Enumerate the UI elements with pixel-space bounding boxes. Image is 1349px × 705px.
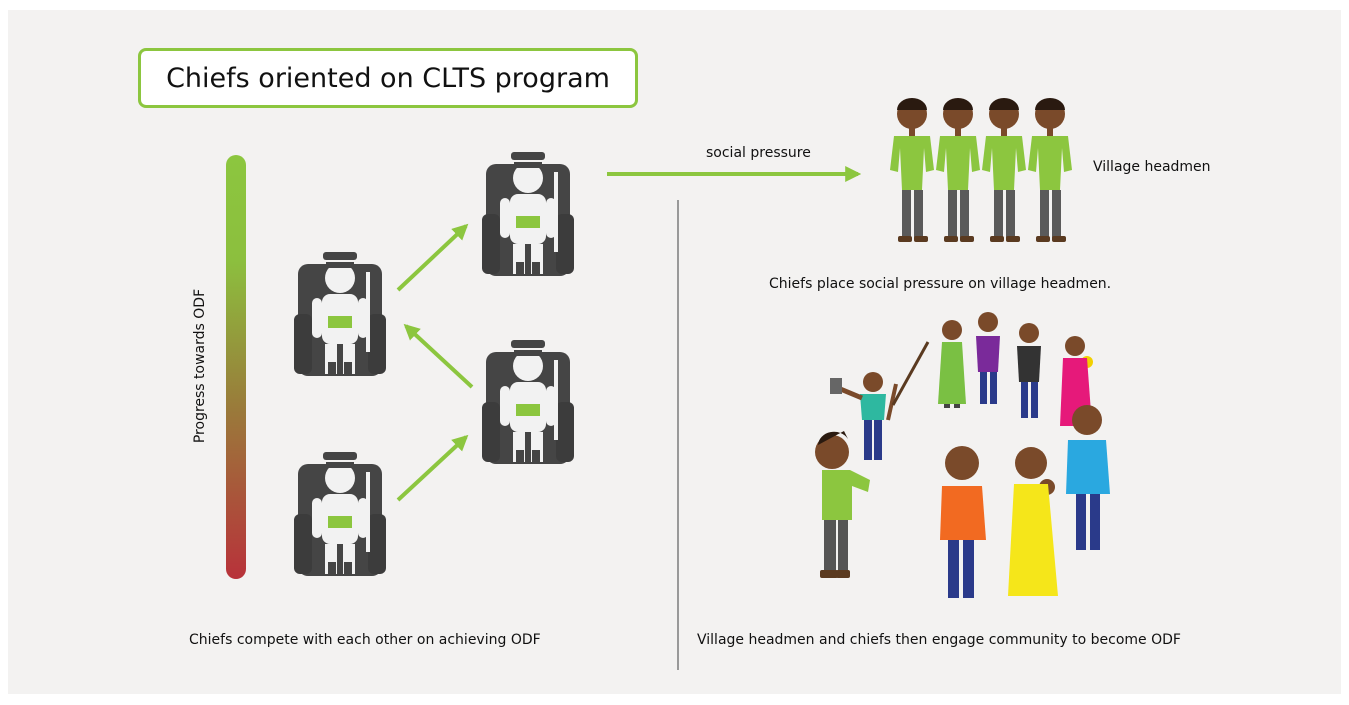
title-box: Chiefs oriented on CLTS program	[138, 48, 638, 108]
progress-gradient-bar	[226, 155, 246, 579]
social-pressure-label: social pressure	[706, 145, 811, 161]
chief-icon-bottom-left	[294, 452, 386, 576]
left-caption: Chiefs compete with each other on achiev…	[189, 632, 541, 648]
headman-figure-1	[890, 98, 934, 242]
headman-figure-4	[1028, 98, 1072, 242]
section-divider	[677, 200, 679, 670]
chief-icon-top-right	[482, 152, 574, 276]
community-illustration	[815, 312, 1110, 598]
chief-icon-mid-left	[294, 252, 386, 376]
pressure-caption: Chiefs place social pressure on village …	[769, 276, 1112, 292]
headman-figure-3	[982, 98, 1026, 242]
headman-figure-2	[936, 98, 980, 242]
arrow-back-to-mid	[403, 323, 474, 389]
right-caption: Village headmen and chiefs then engage c…	[697, 632, 1181, 648]
arrow-up-from-bottom	[396, 434, 469, 502]
chief-icon-mid-right	[482, 340, 574, 464]
title-text: Chiefs oriented on CLTS program	[166, 62, 610, 94]
arrow-up-to-top	[396, 223, 469, 292]
village-headmen-label: Village headmen	[1093, 159, 1211, 175]
